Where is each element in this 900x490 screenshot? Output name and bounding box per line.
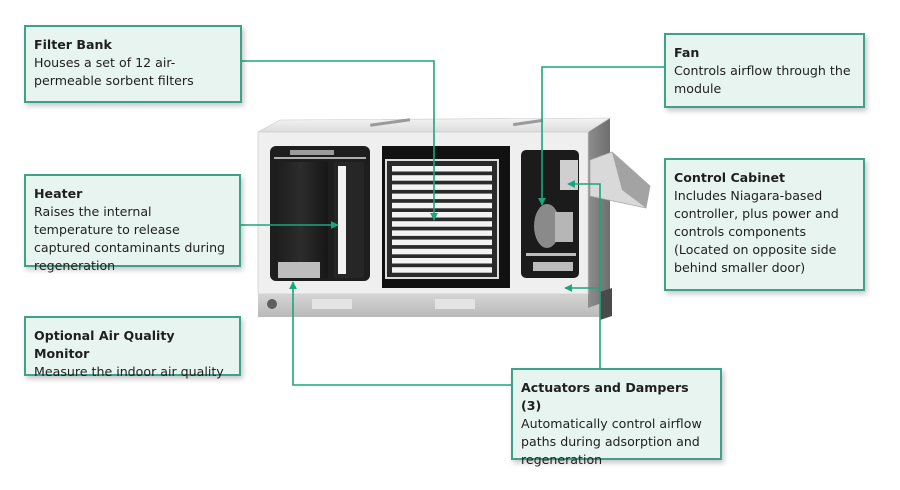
callout-title: Actuators and Dampers (3)	[521, 380, 689, 413]
callout-air-quality-monitor: Optional Air Quality Monitor Measure the…	[24, 316, 241, 379]
leader-fan	[538, 66, 664, 206]
filter-slat	[392, 248, 492, 255]
filter-slat	[392, 258, 492, 264]
callout-description: Houses a set of 12 air-permeable sorbent…	[34, 55, 194, 88]
damper	[533, 262, 573, 271]
leader-lines	[241, 60, 664, 386]
filter-slat	[392, 166, 492, 172]
fan-compartment	[521, 150, 579, 278]
filter-slat	[392, 184, 492, 190]
leader-filter-bank	[242, 60, 438, 221]
filter-slat	[392, 230, 492, 236]
callout-description: Automatically control airflow paths duri…	[521, 416, 702, 467]
leader-actuators	[567, 180, 601, 368]
callout-actuators-dampers: Actuators and Dampers (3) Automatically …	[511, 368, 722, 467]
module-body	[257, 117, 651, 320]
callout-fan: Fan Controls airflow through the module	[664, 33, 865, 108]
top-rail	[370, 118, 411, 127]
callout-title: Control Cabinet	[674, 170, 786, 185]
callout-description: Includes Niagara-based controller, plus …	[674, 188, 839, 275]
heater-compartment	[270, 146, 370, 281]
galvanized-base	[258, 293, 604, 317]
heater-element	[338, 166, 346, 274]
callout-heater: Heater Raises the internal temperature t…	[24, 174, 241, 273]
callout-filter-bank: Filter Bank Houses a set of 12 air-perme…	[24, 25, 242, 103]
filter-slat	[392, 267, 492, 273]
callout-control-cabinet: Control Cabinet Includes Niagara-based c…	[664, 158, 865, 291]
filter-slat	[392, 175, 492, 181]
filter-slat	[392, 221, 492, 227]
filter-compartment	[382, 146, 510, 288]
filter-slat	[392, 202, 492, 209]
callout-title: Filter Bank	[34, 37, 112, 52]
filter-slat	[392, 193, 492, 200]
callout-title: Fan	[674, 45, 700, 60]
callout-title: Optional Air Quality Monitor	[34, 328, 175, 361]
side-panel	[588, 118, 610, 308]
callout-description: Raises the internal temperature to relea…	[34, 204, 226, 273]
callout-title: Heater	[34, 186, 83, 201]
filter-stack	[392, 166, 492, 273]
callout-description: Measure the indoor air quality	[34, 364, 224, 379]
filter-slat	[392, 212, 492, 218]
fan-wheel	[534, 204, 560, 248]
base-port	[267, 299, 277, 309]
leader-damper-left	[289, 281, 511, 386]
filter-slat	[392, 239, 492, 246]
callout-description: Controls airflow through the module	[674, 63, 851, 96]
